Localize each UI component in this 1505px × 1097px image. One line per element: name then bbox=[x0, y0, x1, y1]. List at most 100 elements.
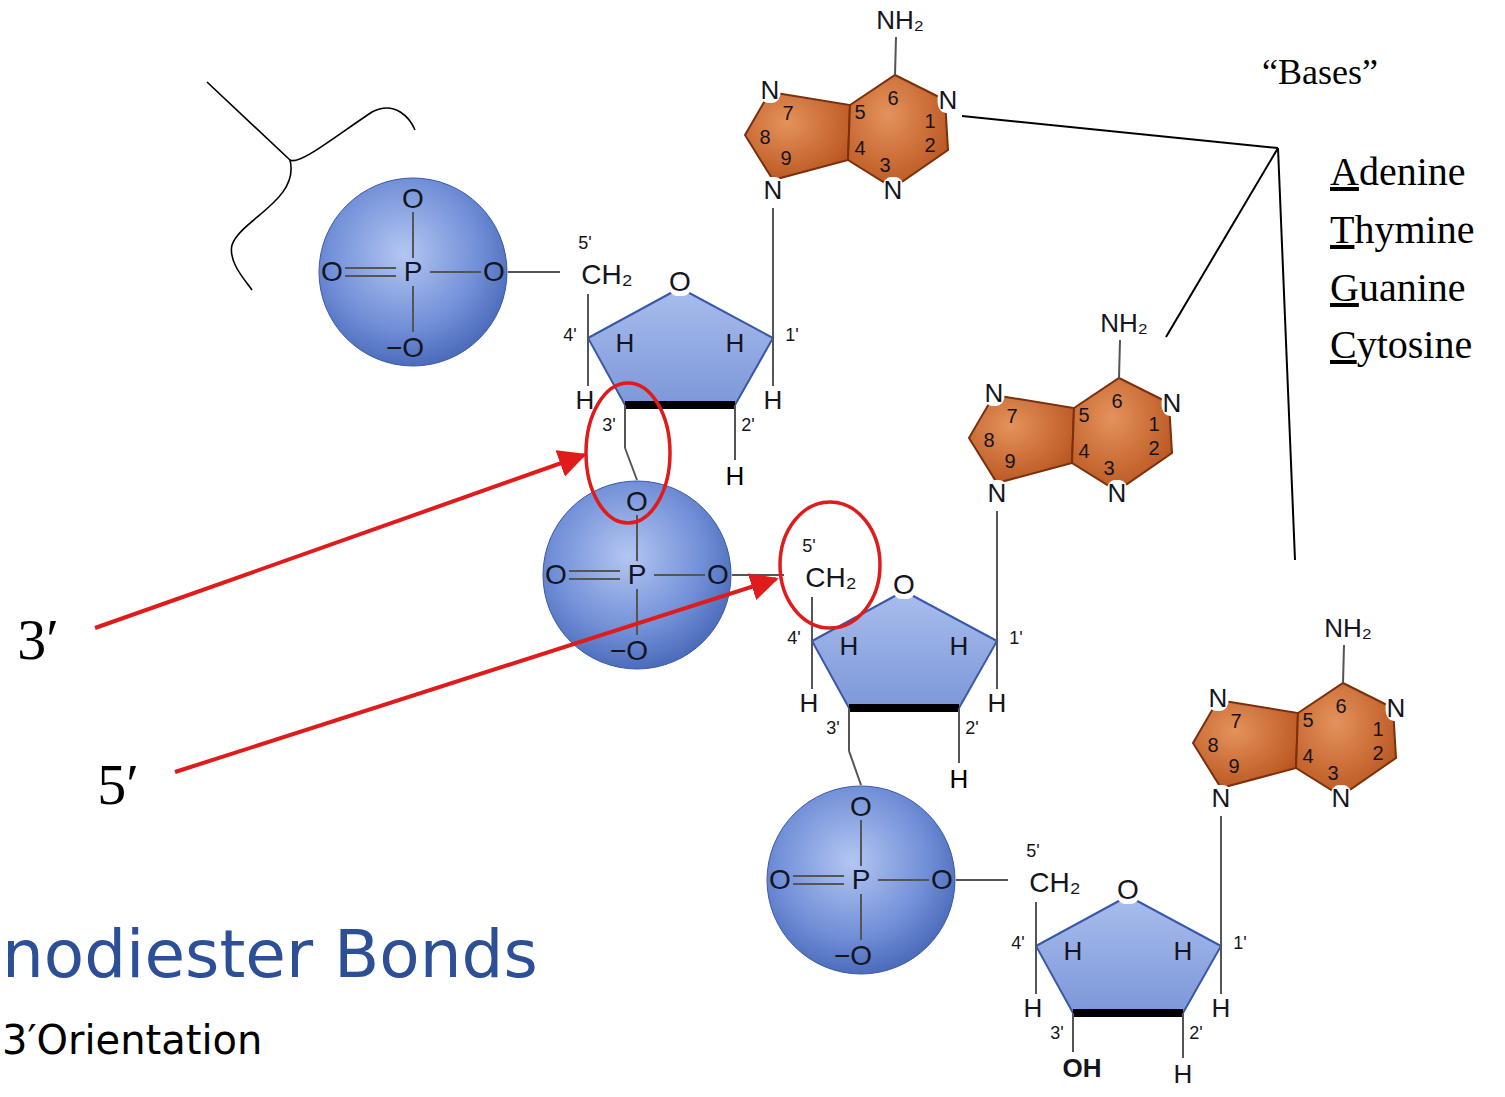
atom-label: H bbox=[726, 463, 745, 489]
bond-line bbox=[1119, 340, 1120, 378]
base-atom-label: 3 bbox=[879, 155, 890, 175]
bond-line bbox=[636, 589, 638, 635]
phosphate-atom-label: P bbox=[628, 561, 647, 589]
sugar-ring: 5'CH₂O4'HH1'H3'2'H bbox=[784, 531, 1029, 751]
base-name: Cytosine bbox=[1330, 325, 1472, 365]
base-name: Thymine bbox=[1330, 210, 1474, 250]
base-atom-label: N bbox=[1211, 785, 1232, 811]
base-atom-label: 2 bbox=[1372, 743, 1383, 763]
bond-line bbox=[793, 875, 844, 877]
bond-connector bbox=[849, 751, 861, 785]
sugar-atom-label: 1' bbox=[785, 326, 798, 344]
base-atom-label: NH₂ bbox=[1324, 615, 1372, 641]
base-atom-label: 1 bbox=[1148, 414, 1159, 434]
bond-line bbox=[860, 820, 862, 866]
base-atom-label: 3 bbox=[1103, 458, 1114, 478]
bond-lines bbox=[345, 37, 1344, 1058]
bond-line bbox=[569, 578, 620, 580]
pointer-arrow bbox=[175, 579, 776, 772]
end-label: 3′ bbox=[17, 611, 59, 669]
base-atom-label: 5 bbox=[1078, 405, 1089, 425]
base-atom-label: 4 bbox=[1302, 746, 1313, 766]
phosphate-atom-label: O bbox=[850, 793, 872, 821]
sugar-atom-label: H bbox=[576, 387, 595, 413]
base-atom-label: N bbox=[763, 177, 784, 203]
sugar-atom-label: H bbox=[726, 330, 745, 356]
slide-subtitle: 3′Orientation bbox=[2, 1020, 262, 1060]
sugar-atom-label: CH₂ bbox=[581, 261, 632, 289]
base-atom-label: 4 bbox=[854, 138, 865, 158]
end-label: 5′ bbox=[97, 756, 139, 814]
base-atom-label: N bbox=[883, 177, 904, 203]
phosphate-atom-label: O bbox=[769, 866, 791, 894]
base-atom-label: 7 bbox=[1006, 406, 1017, 426]
slide-title: nodiester Bonds bbox=[2, 922, 538, 988]
sugar-atom-label: 4' bbox=[563, 326, 576, 344]
base-atom-label: 1 bbox=[1372, 719, 1383, 739]
bond-connector bbox=[625, 448, 637, 480]
base-atom-label: N bbox=[1208, 685, 1229, 711]
bond-line bbox=[1035, 902, 1037, 994]
base-atom-label: 8 bbox=[1207, 735, 1218, 755]
bond-line bbox=[430, 271, 481, 273]
hand-drawn-brace bbox=[207, 82, 415, 290]
bond-line bbox=[636, 515, 638, 561]
base-atom-label: 9 bbox=[1004, 451, 1015, 471]
sugar-atom-label: H bbox=[950, 633, 969, 659]
base-atom-label: N bbox=[984, 380, 1005, 406]
atom-label: H bbox=[950, 766, 969, 792]
bond-line bbox=[958, 708, 960, 763]
sugar-atom-label: H bbox=[1024, 995, 1043, 1021]
sugar-atom-label: 3' bbox=[826, 719, 839, 737]
base-name: Adenine bbox=[1330, 152, 1466, 192]
base-atom-label: 8 bbox=[759, 127, 770, 147]
base-atom-label: 4 bbox=[1078, 441, 1089, 461]
phosphate-atom-label: P bbox=[852, 866, 871, 894]
base-atom-label: N bbox=[1107, 480, 1128, 506]
bond-line bbox=[1182, 1013, 1184, 1058]
sugar-atom-label: O bbox=[892, 571, 916, 599]
sugar-atom-label: H bbox=[800, 690, 819, 716]
bond-line bbox=[793, 883, 844, 885]
sugar-ring: 5'CH₂O4'HH1'H3'2'H bbox=[560, 228, 805, 448]
highlight-ellipse bbox=[586, 383, 670, 523]
base-atom-label: NH₂ bbox=[1100, 310, 1148, 336]
bond-line bbox=[878, 879, 929, 881]
phosphate-atom-label: −O bbox=[834, 942, 872, 970]
phosphate-atom-label: O bbox=[483, 258, 505, 286]
base-atom-label: 5 bbox=[854, 102, 865, 122]
bond-line bbox=[734, 405, 736, 460]
sugar-atom-label: CH₂ bbox=[1029, 869, 1080, 897]
phosphate-atom-label: O bbox=[626, 488, 648, 516]
base-atom-label: N bbox=[1386, 695, 1407, 721]
sugar-atom-label: 1' bbox=[1233, 934, 1246, 952]
leader-line bbox=[962, 116, 1295, 560]
base-ring: NH₂N789N6N12543N bbox=[735, 3, 965, 208]
sugar-atom-label: 4' bbox=[1011, 934, 1024, 952]
heading-label: “Bases” bbox=[1262, 54, 1378, 90]
base-atom-label: N bbox=[1162, 390, 1183, 416]
base-atom-label: 6 bbox=[1111, 391, 1122, 411]
base-atom-label: N bbox=[1331, 785, 1352, 811]
bond-line bbox=[811, 597, 813, 689]
sugar-atom-label: H bbox=[616, 330, 635, 356]
bond-line bbox=[996, 531, 998, 689]
base-ring: NH₂N789N6N12543N bbox=[1183, 611, 1413, 816]
sugar-atom-label: CH₂ bbox=[805, 564, 856, 592]
bond-line bbox=[1343, 645, 1344, 683]
sugar-atom-label: H bbox=[764, 387, 783, 413]
bond-line bbox=[412, 212, 414, 258]
base-ring: NH₂N789N6N12543N bbox=[959, 306, 1189, 511]
sugar-atom-label: H bbox=[988, 690, 1007, 716]
bond-line bbox=[772, 228, 774, 386]
sugar-atom-label: 4' bbox=[787, 629, 800, 647]
sugar-atom-label: H bbox=[1064, 938, 1083, 964]
sugar-atom-label: H bbox=[1174, 1061, 1193, 1087]
sugar-atom-label: OH bbox=[1063, 1055, 1102, 1081]
base-atom-label: 6 bbox=[887, 88, 898, 108]
bond-line bbox=[848, 708, 850, 751]
phosphate-atom-label: −O bbox=[610, 637, 648, 665]
pointer-arrow bbox=[95, 455, 584, 628]
bond-line bbox=[345, 275, 396, 277]
phosphate-atom-label: P bbox=[404, 258, 423, 286]
